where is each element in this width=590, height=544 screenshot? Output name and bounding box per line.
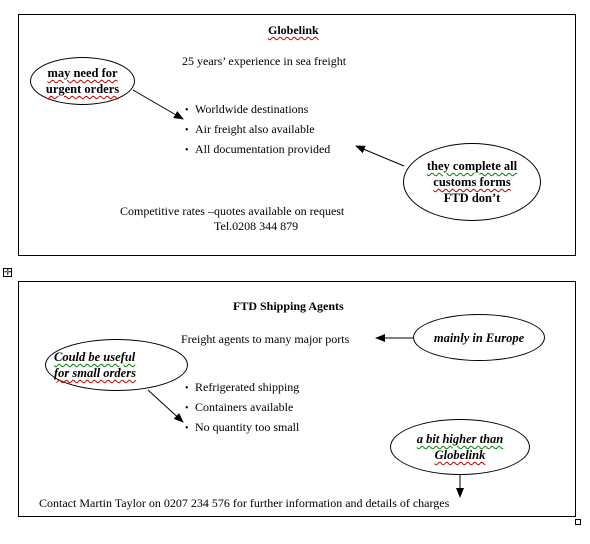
- list-item: Refrigerated shipping: [185, 378, 299, 398]
- globelink-bullet-list: Worldwide destinations Air freight also …: [185, 100, 330, 160]
- arrow-urgent-to-bullets: [132, 89, 184, 120]
- callout-text: mainly in Europe: [433, 330, 525, 345]
- callout-higher-than-globelink: a bit higher than Globelink: [390, 419, 530, 475]
- callout-text: for small orders: [54, 366, 136, 380]
- resize-handle-icon[interactable]: [575, 519, 581, 525]
- list-item: Containers available: [185, 398, 299, 418]
- arrow-customs-to-docs: [355, 145, 405, 167]
- list-item: Worldwide destinations: [185, 100, 330, 120]
- globelink-rates-text: Competitive rates –quotes available on r…: [120, 204, 345, 218]
- callout-text: a bit higher than: [416, 432, 504, 446]
- callout-text: FTD don’t: [443, 191, 501, 205]
- list-item: Air freight also available: [185, 120, 330, 140]
- callout-text: urgent orders: [45, 82, 120, 96]
- globelink-title: Globelink: [268, 23, 319, 37]
- list-item: All documentation provided: [185, 140, 330, 160]
- callout-small-orders: Could be useful for small orders: [45, 339, 188, 391]
- callout-text: Globelink: [434, 448, 486, 462]
- callout-text: Could be useful: [54, 350, 136, 364]
- table-move-handle-icon[interactable]: ✛: [3, 267, 12, 277]
- callout-mainly-europe: mainly in Europe: [413, 314, 545, 361]
- list-item: No quantity too small: [185, 418, 299, 438]
- ftd-box: [18, 281, 576, 517]
- callout-text: they complete all: [426, 159, 518, 173]
- ftd-title: FTD Shipping Agents: [233, 299, 344, 313]
- callout-customs-forms: they complete all customs forms FTD don’…: [403, 143, 541, 221]
- globelink-phone: Tel.0208 344 879: [214, 219, 299, 233]
- ftd-subtitle: Freight agents to many major ports: [181, 332, 350, 346]
- arrow-small-orders-to-quantity: [147, 389, 184, 423]
- ftd-contact-text: Contact Martin Taylor on 0207 234 576 fo…: [39, 496, 450, 510]
- globelink-subtitle: 25 years’ experience in sea freight: [182, 54, 347, 68]
- ftd-bullet-list: Refrigerated shipping Containers availab…: [185, 378, 299, 438]
- callout-text: may need for: [47, 66, 118, 80]
- callout-urgent-orders: may need for urgent orders: [30, 57, 135, 105]
- callout-text: customs forms: [433, 175, 511, 189]
- globelink-box: [18, 14, 576, 256]
